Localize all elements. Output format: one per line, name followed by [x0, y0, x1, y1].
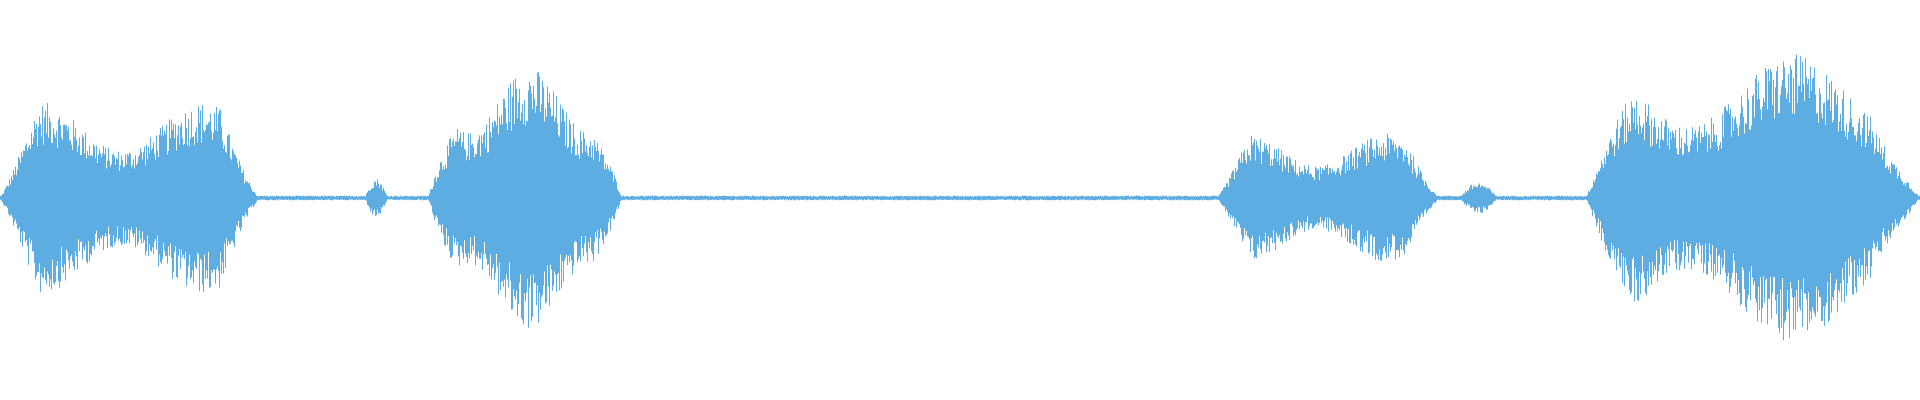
waveform-samples: [0, 54, 1920, 341]
waveform-bars: [0, 54, 1920, 341]
